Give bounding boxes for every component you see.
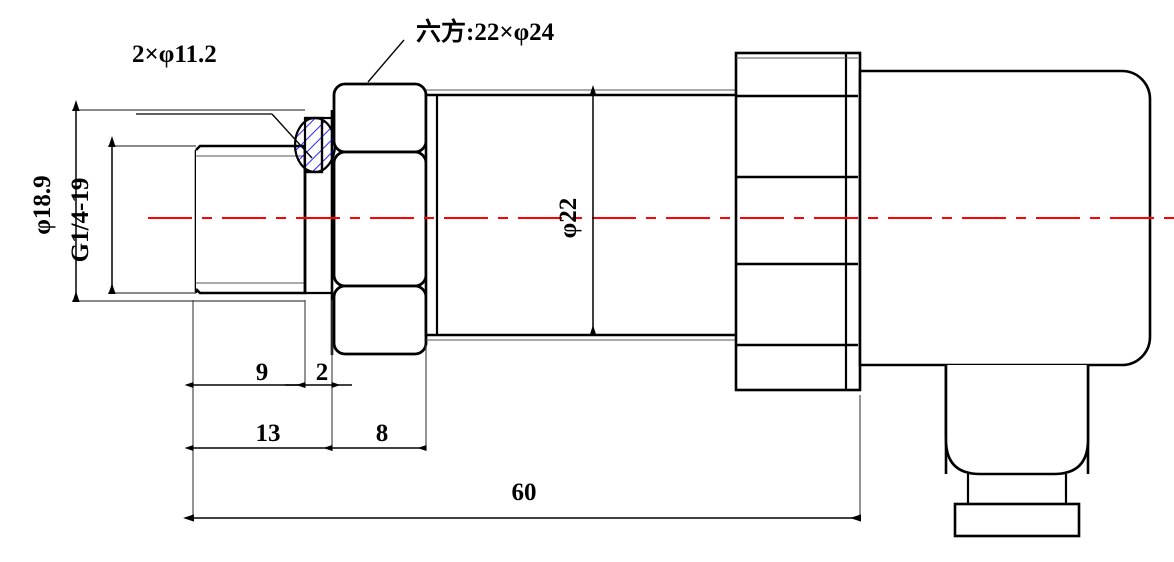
part-geometry bbox=[194, 51, 1152, 538]
dimension-text: 2×φ11.2 六方:22×φ24 φ18.9 G1/4-19 φ22 9 2 … bbox=[29, 17, 582, 506]
label-hex-callout: 六方:22×φ24 bbox=[416, 17, 555, 46]
label-dim-60: 60 bbox=[512, 479, 537, 506]
leader-lines bbox=[136, 39, 405, 159]
hex-callout-leader bbox=[367, 39, 405, 83]
dimension-lines bbox=[72, 85, 861, 522]
label-g14-19: G1/4-19 bbox=[67, 178, 94, 263]
label-dim-13: 13 bbox=[256, 420, 281, 447]
label-dim-9: 9 bbox=[256, 359, 269, 386]
extension-lines bbox=[72, 109, 861, 520]
o-ring-seal bbox=[293, 116, 337, 174]
thread-stud bbox=[194, 144, 307, 295]
label-phi18-9: φ18.9 bbox=[29, 175, 56, 234]
sensor-body bbox=[424, 89, 746, 341]
hole-callout-leader bbox=[271, 113, 313, 159]
label-phi22: φ22 bbox=[555, 198, 582, 239]
label-dim-2: 2 bbox=[316, 359, 329, 386]
hex-flange-24 bbox=[734, 51, 862, 392]
label-dim-8: 8 bbox=[376, 420, 389, 447]
cable-connector bbox=[944, 365, 1090, 538]
label-hole-callout: 2×φ11.2 bbox=[132, 41, 217, 68]
